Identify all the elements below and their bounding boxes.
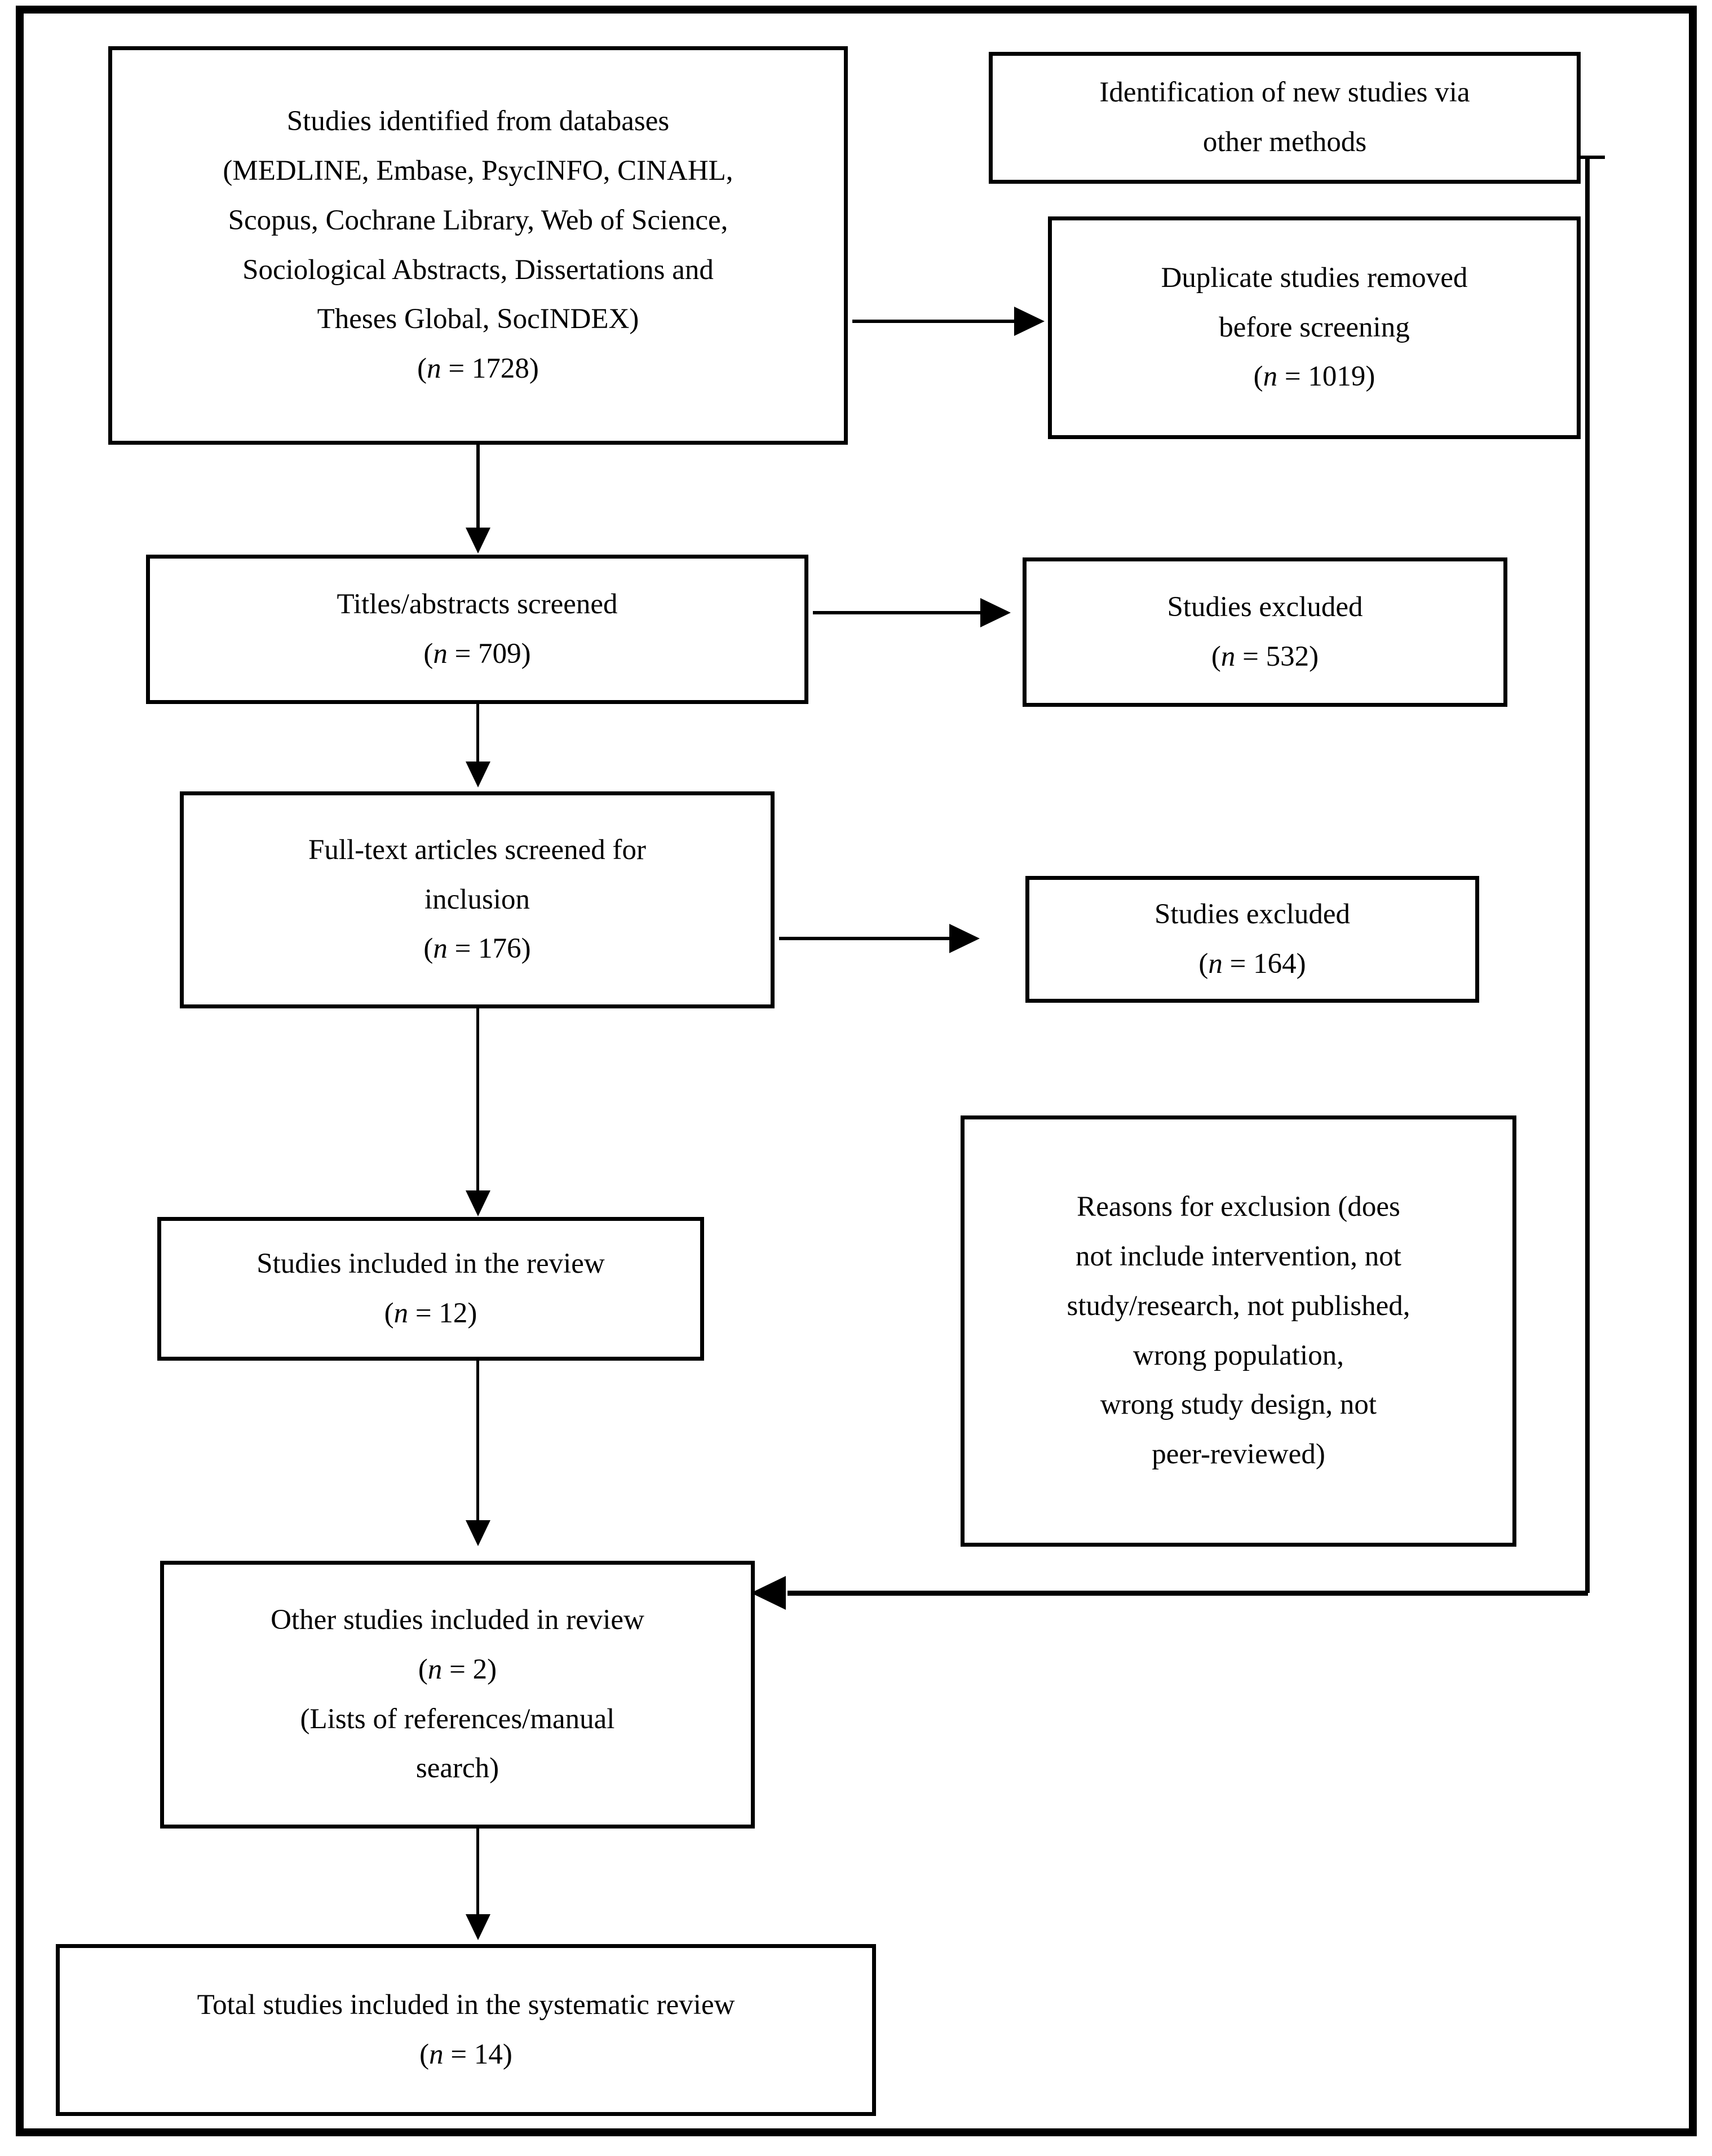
box-duplicate-studies-removed: Duplicate studies removed before screeni… [1048, 216, 1581, 439]
connector-fulltext-to-included12-arrowhead [466, 1190, 490, 1216]
reasons-line-4: wrong population, [1133, 1339, 1344, 1371]
connector-othermethods-to-other-studies-line [788, 1591, 1588, 1596]
box-studies-included-in-review: Studies included in the review (n = 12) [157, 1217, 704, 1361]
other-included-extra-2: search) [415, 1752, 499, 1785]
excluded-fulltext-line-1: Studies excluded [1154, 898, 1350, 930]
connector-fulltext-to-excluded164-line [779, 937, 951, 940]
box-identification-new-studies-other-methods: Identification of new studies via other … [989, 52, 1581, 184]
box-total-studies-included-systematic-review: Total studies included in the systematic… [56, 1944, 876, 2116]
titles-screened-line-1: Titles/abstracts screened [337, 588, 618, 620]
connector-titles-to-fulltext-arrowhead [466, 762, 490, 787]
databases-count: (n = 1728) [417, 352, 539, 384]
other-included-extra-1: (Lists of references/manual [300, 1703, 615, 1735]
fulltext-line-2: inclusion [424, 883, 530, 915]
box-fulltext-articles-screened: Full-text articles screened for inclusio… [180, 791, 775, 1008]
excluded-titles-line-1: Studies excluded [1167, 591, 1363, 623]
box-titles-abstracts-screened: Titles/abstracts screened (n = 709) [146, 555, 808, 704]
connector-databases-to-titles-arrowhead [466, 528, 490, 554]
reasons-line-2: not include intervention, not [1076, 1241, 1401, 1273]
connector-other-to-total-arrowhead [466, 1914, 490, 1940]
total-included-count: (n = 14) [419, 2038, 512, 2070]
connector-othermethods-vertical-line [1585, 156, 1590, 1593]
connector-othermethods-to-other-studies-arrowhead [751, 1576, 786, 1610]
included-review-line-1: Studies included in the review [256, 1247, 605, 1280]
other-methods-line-1: Identification of new studies via [1099, 77, 1470, 109]
fulltext-count: (n = 176) [423, 933, 531, 965]
reasons-line-5: wrong study design, not [1100, 1389, 1377, 1421]
connector-included12-to-other-line [476, 1361, 479, 1524]
box-studies-excluded-fulltext: Studies excluded (n = 164) [1025, 876, 1479, 1003]
connector-fulltext-to-included12-line [476, 1008, 479, 1194]
databases-line-3: Scopus, Cochrane Library, Web of Science… [228, 204, 728, 236]
reasons-line-1: Reasons for exclusion (does [1077, 1191, 1400, 1223]
duplicates-count: (n = 1019) [1253, 361, 1375, 393]
duplicates-line-1: Duplicate studies removed [1161, 262, 1468, 294]
connector-databases-to-titles-line [476, 445, 480, 532]
connector-othermethods-exit-line [1577, 156, 1605, 159]
databases-line-1: Studies identified from databases [286, 105, 670, 138]
connector-other-to-total-line [476, 1829, 479, 1919]
other-included-count: (n = 2) [418, 1653, 497, 1685]
reasons-line-3: study/research, not published, [1067, 1290, 1410, 1322]
connector-titles-to-excluded532-line [813, 611, 982, 614]
diagram-outer-frame: Studies identified from databases (MEDLI… [16, 6, 1697, 2136]
connector-titles-to-fulltext-line [476, 704, 479, 766]
databases-line-4: Sociological Abstracts, Dissertations an… [242, 254, 714, 286]
other-included-line-1: Other studies included in review [271, 1604, 644, 1636]
connector-included12-to-other-arrowhead [466, 1520, 490, 1546]
connector-fulltext-to-excluded164-arrowhead [949, 924, 980, 953]
total-included-line-1: Total studies included in the systematic… [197, 1989, 735, 2021]
box-other-studies-included-in-review: Other studies included in review (n = 2)… [160, 1561, 755, 1829]
titles-screened-count: (n = 709) [423, 637, 531, 670]
excluded-titles-count: (n = 532) [1211, 640, 1319, 672]
fulltext-line-1: Full-text articles screened for [308, 834, 646, 866]
other-methods-line-2: other methods [1202, 126, 1367, 158]
reasons-line-6: peer-reviewed) [1152, 1438, 1325, 1470]
box-studies-identified-from-databases: Studies identified from databases (MEDLI… [108, 46, 848, 445]
included-review-count: (n = 12) [384, 1297, 477, 1329]
connector-titles-to-excluded532-arrowhead [980, 598, 1011, 627]
excluded-fulltext-count: (n = 164) [1198, 948, 1306, 980]
box-reasons-for-exclusion: Reasons for exclusion (does not include … [961, 1115, 1516, 1547]
box-studies-excluded-titles: Studies excluded (n = 532) [1023, 557, 1507, 707]
connector-databases-to-duplicates-arrowhead [1014, 307, 1045, 336]
duplicates-line-2: before screening [1219, 311, 1410, 343]
databases-line-2: (MEDLINE, Embase, PsycINFO, CINAHL, [223, 155, 733, 187]
connector-databases-to-duplicates-line [852, 320, 1016, 323]
databases-line-5: Theses Global, SocINDEX) [317, 303, 639, 335]
